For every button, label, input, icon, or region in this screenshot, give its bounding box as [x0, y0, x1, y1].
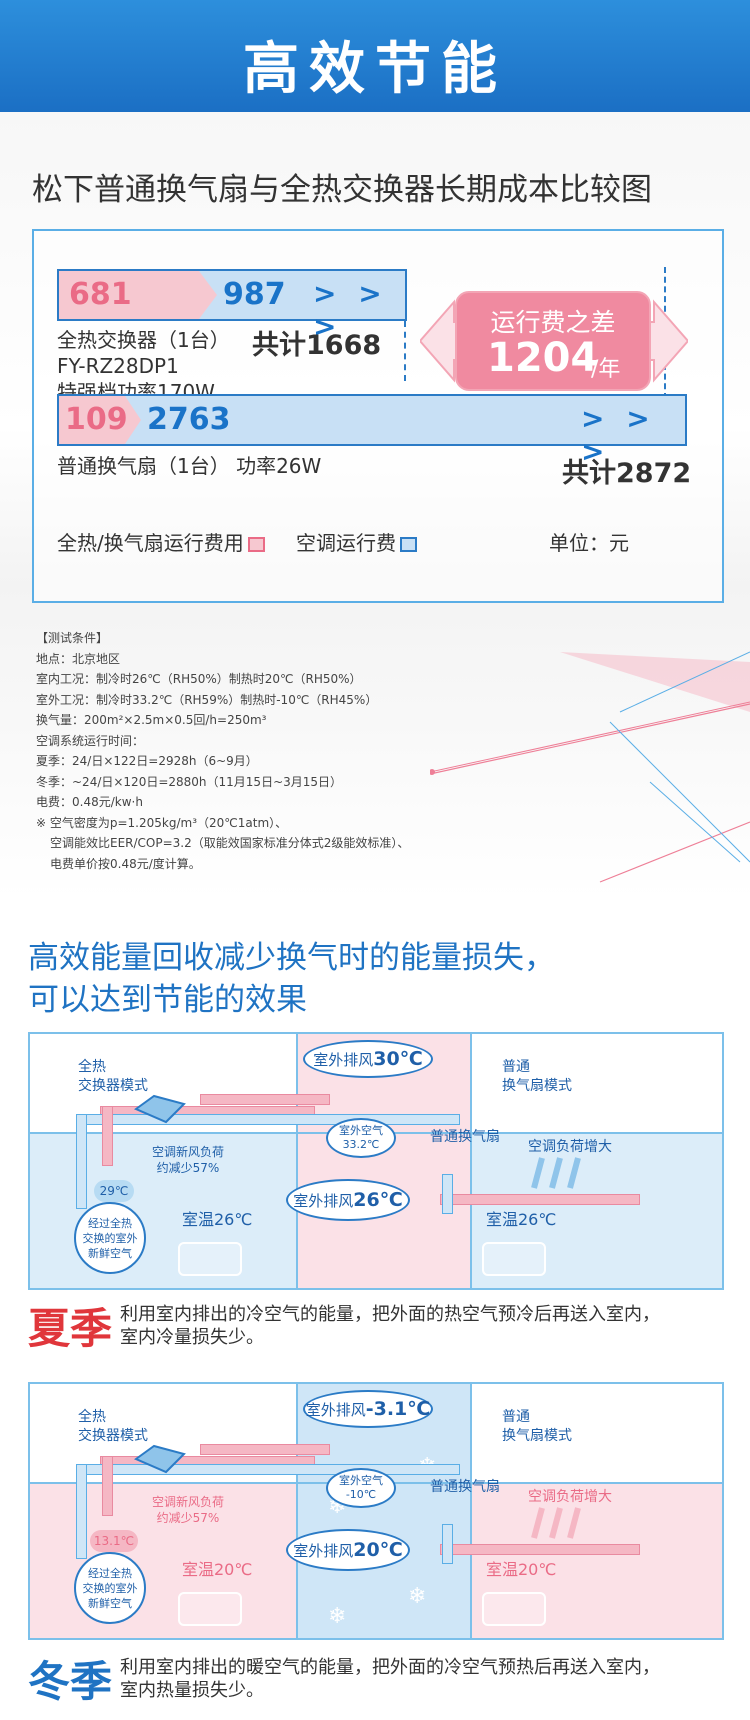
header-banner: 高效节能 [0, 0, 750, 112]
erv-unit-cost: 681 [69, 277, 132, 312]
fan-unit-cost: 109 [65, 402, 128, 437]
fan-total: 共计2872 [562, 458, 692, 489]
erv-mode-label: 全热 交换器模式 [78, 1059, 148, 1094]
load-increase-label: 空调负荷增大 [528, 1139, 612, 1155]
outdoor-air-callout: 室外空气 33.2℃ [326, 1118, 396, 1158]
test-conditions: 【测试条件】 地点：北京地区 室内工况：制冷时26℃（RH50%）制热时20℃（… [36, 631, 410, 871]
fan-arrows: > > > [581, 402, 656, 468]
sofa-icon [482, 1592, 546, 1626]
legend-blue: 空调运行费 [296, 527, 417, 556]
room-temp-right: 室温26℃ [486, 1210, 557, 1229]
winter-diagram: ❄ ❄ ❄ ❄ ❄ 全热 交换器模式 普通 换气扇模式 [28, 1382, 724, 1640]
load-increase-label: 空调负荷增大 [528, 1489, 612, 1505]
erv-dashed-line [404, 321, 406, 381]
fresh-air-callout: 经过全热 交换的室外 新鲜空气 [74, 1552, 146, 1624]
supply-temp-badge: 13.1℃ [90, 1530, 138, 1552]
exhaust-mid-callout: 室外排风20℃ [286, 1529, 410, 1571]
erv-arrows: > > > [313, 277, 388, 343]
summer-diagram: 全热 交换器模式 普通 换气扇模式 室外排风30℃ 室外空气 33.2℃ 普通换… [28, 1032, 724, 1290]
difference-value: 1204 [487, 335, 599, 381]
sofa-icon [482, 1242, 546, 1276]
summer-word: 夏季 [28, 1304, 113, 1353]
fan-inflow-pipe [440, 1544, 640, 1555]
fan-ac-cost: 2763 [147, 402, 231, 437]
room-temp-right: 室温20℃ [486, 1560, 557, 1579]
snowflake-icon: ❄ [328, 1604, 347, 1629]
fan-inflow-pipe [440, 1194, 640, 1205]
difference-badge: 运行费之差 1204 /年 [455, 291, 651, 391]
outdoor-air-callout: 室外空气 -10℃ [326, 1468, 396, 1508]
unit-label: 单位：元 [549, 531, 629, 555]
room-temp-left: 室温26℃ [182, 1210, 253, 1229]
difference-unit: /年 [591, 357, 621, 382]
winter-description: 利用室内排出的暖空气的能量，把外面的冷空气预热后再送入室内， 室内热量损失少。 [120, 1657, 660, 1701]
erv-cost-bar: 681 987 > > > [57, 269, 407, 343]
erv-total: 共计1668 [252, 330, 382, 361]
summer-description: 利用室内排出的冷空气的能量，把外面的热空气预冷后再送入室内， 室内冷量损失少。 [120, 1304, 660, 1348]
fan-cost-bar: 109 2763 > > > [57, 394, 687, 468]
winter-word: 冬季 [28, 1657, 113, 1706]
fan-mode-label: 普通 换气扇模式 [502, 1059, 572, 1094]
exhaust-top-callout: 室外排风-3.1℃ [303, 1390, 433, 1428]
erv-ac-cost: 987 [223, 277, 286, 312]
legend-pink: 全热/换气扇运行费用 [57, 527, 265, 556]
load-reduce-label: 空调新风负荷 约减少57% [152, 1145, 225, 1175]
energy-recovery-title: 高效能量回收减少换气时的能量损失， 可以达到节能的效果 [28, 940, 555, 1018]
room-temp-left: 室温20℃ [182, 1560, 253, 1579]
fan-description: 普通换气扇（1台） 功率26W [57, 454, 322, 478]
legend-blue-swatch [400, 537, 417, 552]
sofa-icon [178, 1242, 242, 1276]
comparison-title: 松下普通换气扇与全热交换器长期成本比较图 [32, 172, 652, 208]
legend-pink-swatch [247, 537, 265, 552]
fresh-air-callout: 经过全热 交换的室外 新鲜空气 [74, 1202, 146, 1274]
sofa-icon [178, 1592, 242, 1626]
heat-exchanger-core-icon [134, 1444, 186, 1474]
erv-mode-label: 全热 交换器模式 [78, 1409, 148, 1444]
winter-caption: 冬季 利用室内排出的暖空气的能量，把外面的冷空气预热后再送入室内， 室内热量损失… [28, 1648, 724, 1708]
fan-label: 普通换气扇 [430, 1479, 500, 1495]
fan-mode-label: 普通 换气扇模式 [502, 1409, 572, 1444]
fan-label: 普通换气扇 [430, 1129, 500, 1145]
heat-exchanger-core-icon [134, 1094, 186, 1124]
exhaust-top-callout: 室外排风30℃ [303, 1040, 433, 1078]
snowflake-icon: ❄ [408, 1584, 427, 1609]
supply-temp-badge: 29℃ [94, 1180, 134, 1202]
load-reduce-label: 空调新风负荷 约减少57% [152, 1495, 225, 1525]
exhaust-mid-callout: 室外排风26℃ [286, 1179, 410, 1221]
summer-caption: 夏季 利用室内排出的冷空气的能量，把外面的热空气预冷后再送入室内， 室内冷量损失… [28, 1295, 724, 1353]
load-increase-arrows-icon [531, 1157, 581, 1189]
decorative-lines [430, 651, 750, 883]
page-title: 高效节能 [243, 37, 507, 102]
difference-label: 运行费之差 [490, 308, 616, 337]
load-increase-arrows-icon [531, 1507, 581, 1539]
